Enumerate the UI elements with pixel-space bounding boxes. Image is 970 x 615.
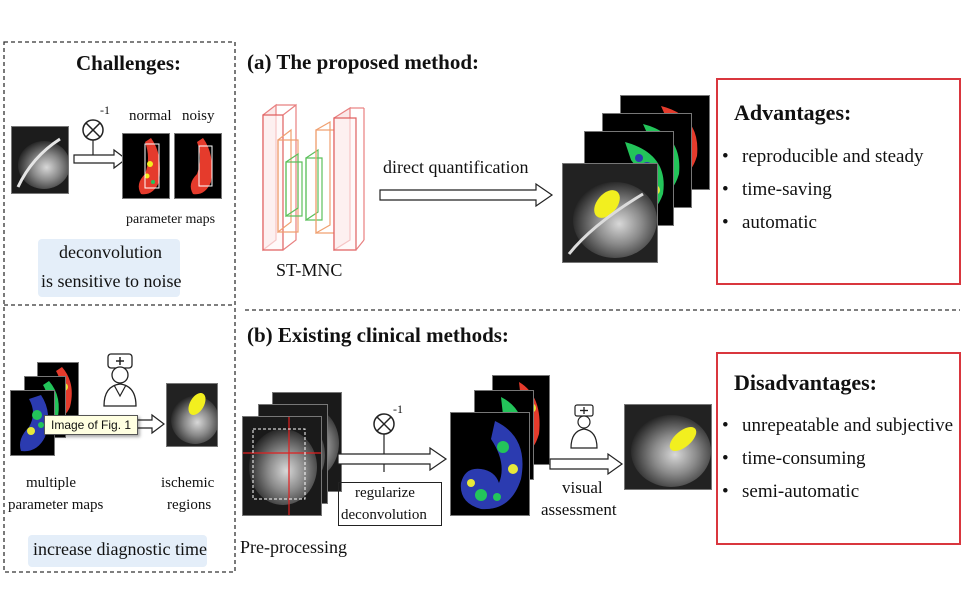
challenges-panel-border [3, 41, 236, 573]
disadvantages-title: Disadvantages: [734, 370, 878, 395]
cnn-block-icon [262, 103, 365, 252]
arrow-right-icon [73, 148, 127, 170]
output-cine-front [562, 163, 658, 263]
label-normal: normal [129, 108, 172, 124]
preprocess-stack-front [242, 416, 322, 516]
image-tooltip: Image of Fig. 1 [44, 415, 139, 435]
regularize-line2: deconvolution [341, 507, 427, 523]
arrow-right-icon [337, 446, 448, 472]
regularize-box [338, 482, 442, 526]
ischemic-line1: ischemic [161, 475, 215, 491]
assessment-image [624, 404, 712, 490]
advantage-item: time-saving [718, 173, 923, 206]
parameter-map-noisy [174, 133, 222, 199]
cine-image-small [11, 126, 69, 194]
advantages-box [716, 78, 961, 285]
visual-line1: visual [562, 478, 603, 497]
disadvantages-list: unrepeatable and subjective time-consumi… [718, 409, 953, 508]
arrow-right-icon [379, 182, 554, 208]
label-noisy: noisy [182, 108, 215, 124]
direct-quantification-label: direct quantification [383, 157, 529, 177]
advantage-item: automatic [718, 206, 923, 239]
advantage-item: reproducible and steady [718, 140, 923, 173]
noise-note-line1: deconvolution [59, 242, 162, 262]
arrow-right-icon [549, 452, 624, 476]
doctor-icon [570, 404, 598, 449]
disadvantage-item: unrepeatable and subjective [718, 409, 953, 442]
time-note: increase diagnostic time [33, 539, 207, 559]
advantages-title: Advantages: [734, 100, 852, 125]
proposed-title: (a) The proposed method: [247, 50, 479, 74]
deconv-superscript-b: -1 [393, 402, 403, 416]
advantages-list: reproducible and steady time-saving auto… [718, 140, 923, 239]
existing-title: (b) Existing clinical methods: [247, 323, 509, 347]
disadvantages-box [716, 352, 961, 545]
noise-note-band [38, 239, 180, 297]
parameter-map-normal [122, 133, 170, 199]
noise-note-line2: is sensitive to noise [41, 271, 182, 291]
challenges-title: Challenges: [76, 51, 181, 75]
ischemic-region-image [166, 383, 218, 447]
multiple-maps-line1: multiple [26, 475, 76, 491]
parameter-maps-label: parameter maps [126, 212, 216, 227]
heatmap-stack-front [450, 412, 530, 516]
network-label: ST-MNC [276, 260, 343, 280]
doctor-icon [103, 353, 137, 407]
ischemic-line2: regions [167, 497, 212, 513]
time-note-band [28, 535, 207, 567]
multiple-maps-line2: parameter maps [8, 497, 104, 513]
visual-line2: assessment [541, 500, 617, 519]
deconv-superscript: -1 [100, 103, 110, 117]
multiply-circle-icon [82, 119, 104, 156]
disadvantage-item: semi-automatic [718, 475, 953, 508]
preprocessing-label: Pre-processing [240, 537, 347, 557]
regularize-line1: regularize [355, 485, 415, 501]
disadvantage-item: time-consuming [718, 442, 953, 475]
multiply-circle-icon [373, 413, 395, 472]
